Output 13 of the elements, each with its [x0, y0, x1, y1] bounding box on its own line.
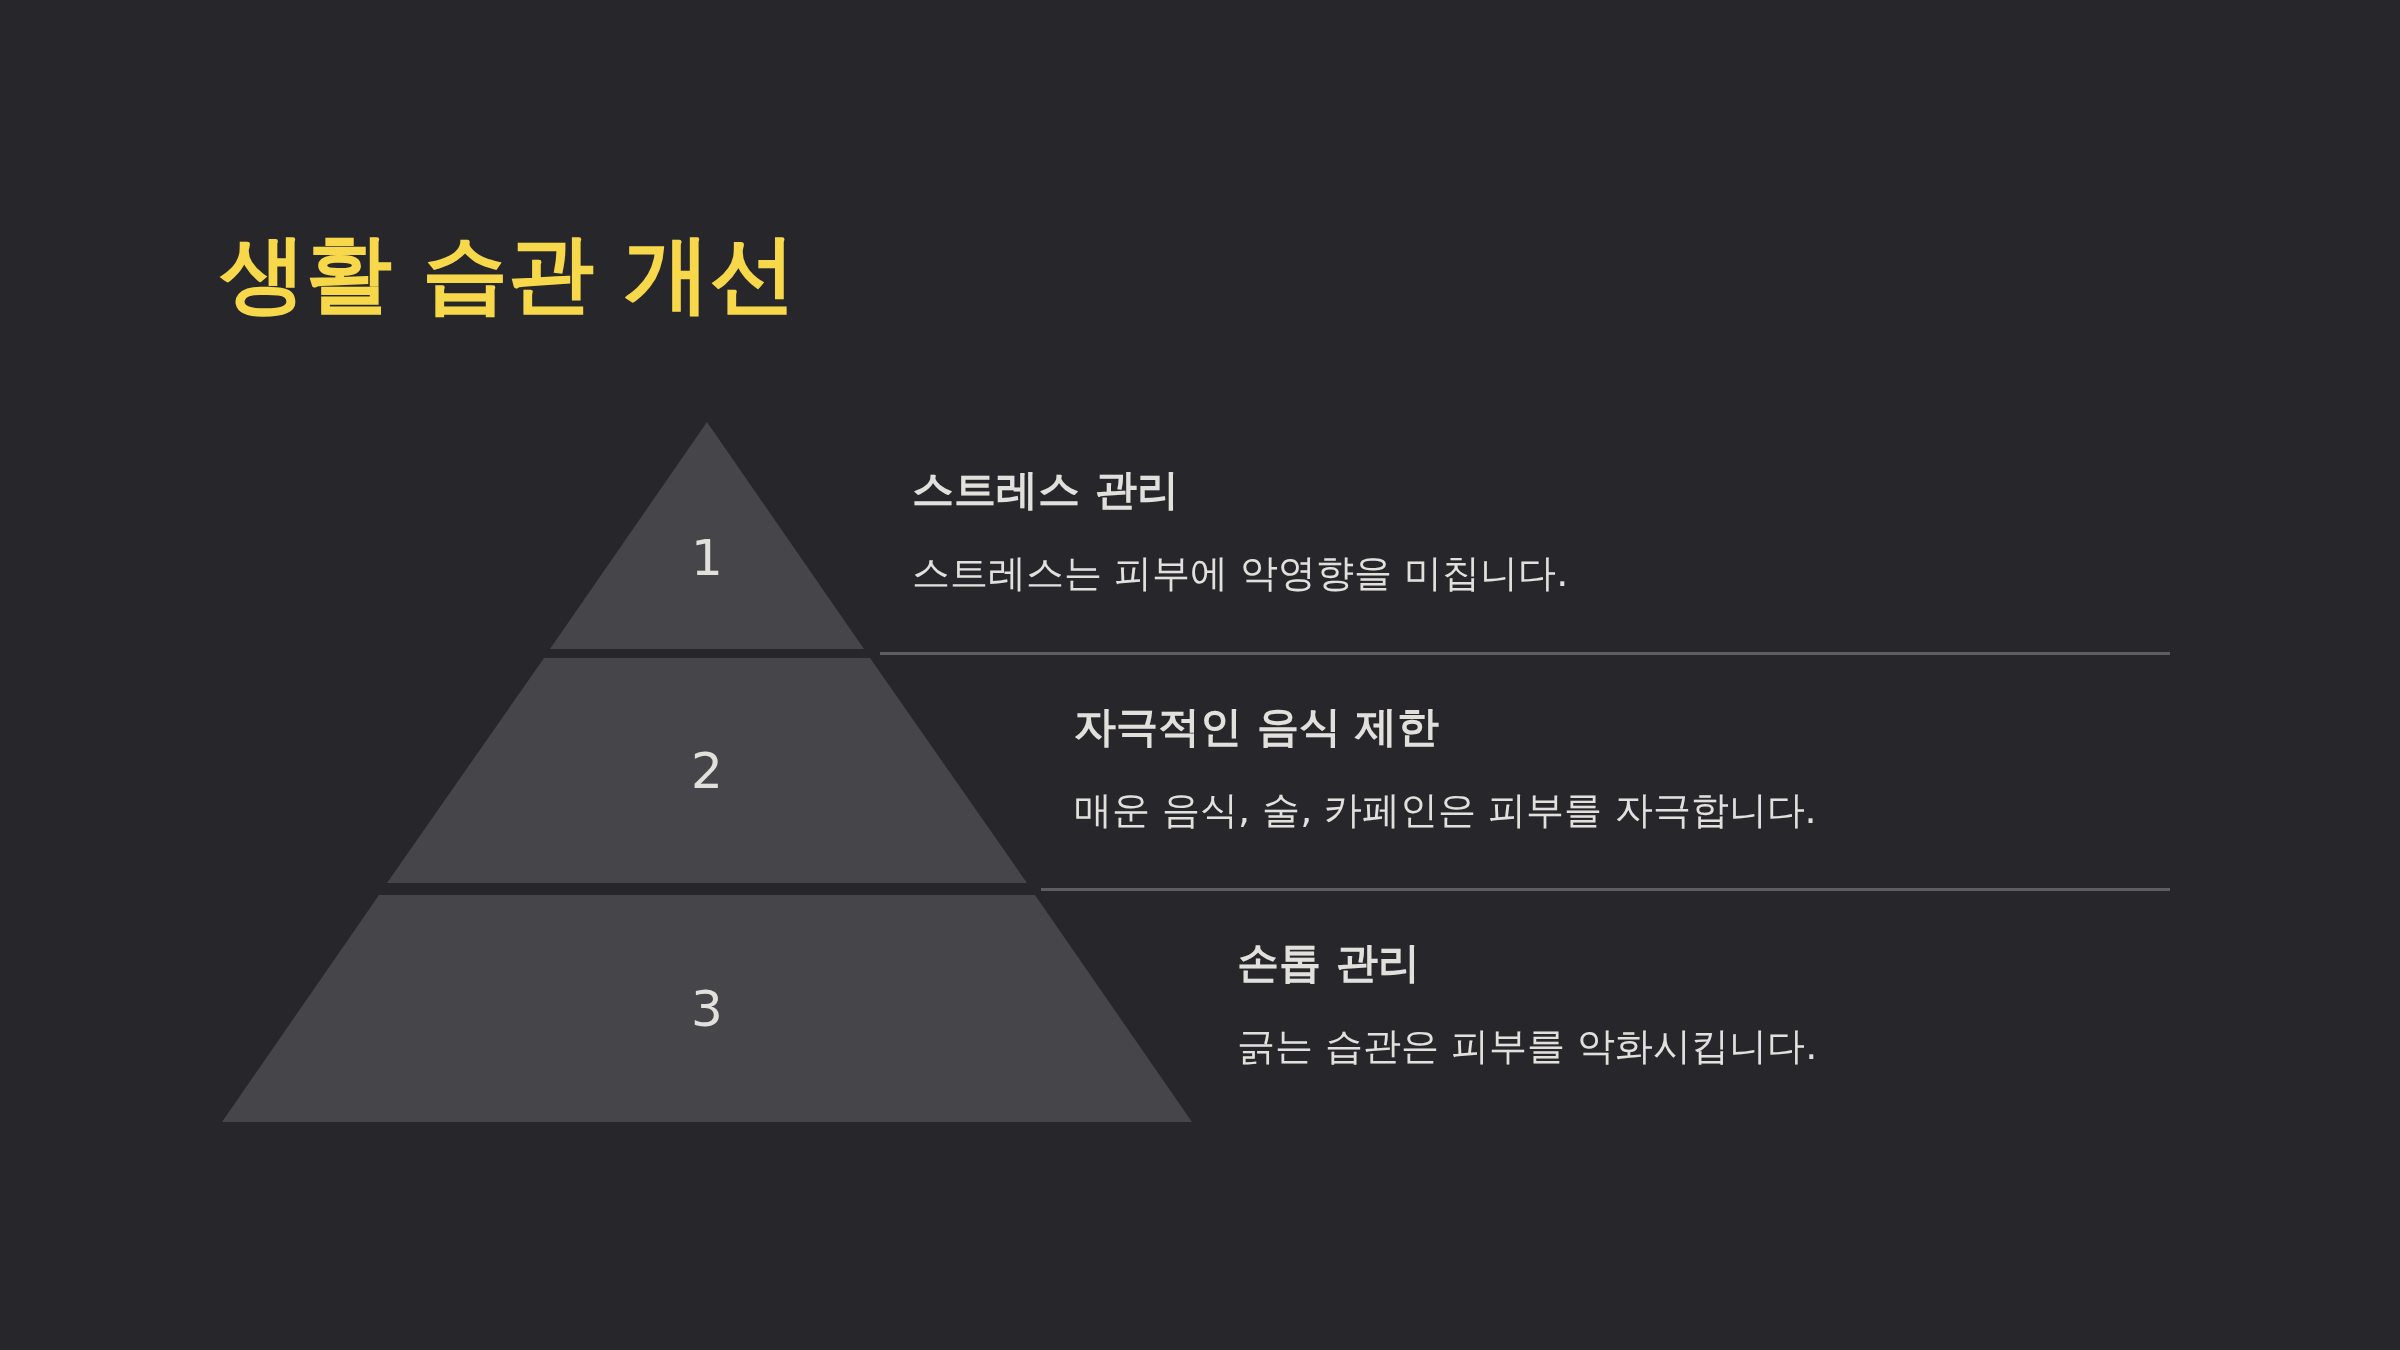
- tier-description: 스트레스는 피부에 악영향을 미칩니다.: [912, 550, 1569, 597]
- tier-number: 2: [691, 741, 723, 800]
- pyramid-tier: [550, 422, 864, 649]
- tier-description: 매운 음식, 술, 카페인은 피부를 자극합니다.: [1074, 787, 1817, 834]
- tier-heading: 스트레스 관리: [912, 464, 1179, 516]
- tier-description: 긁는 습관은 피부를 악화시킵니다.: [1237, 1023, 1818, 1070]
- pyramid-tier: [222, 895, 1192, 1122]
- pyramid-tier: [387, 658, 1027, 883]
- tier-number: 3: [691, 979, 723, 1038]
- slide-title: 생활 습관 개선: [220, 222, 796, 325]
- tier-heading: 자극적인 음식 제한: [1074, 701, 1440, 753]
- tier-number: 1: [691, 529, 723, 588]
- tier-heading: 손톱 관리: [1237, 937, 1420, 989]
